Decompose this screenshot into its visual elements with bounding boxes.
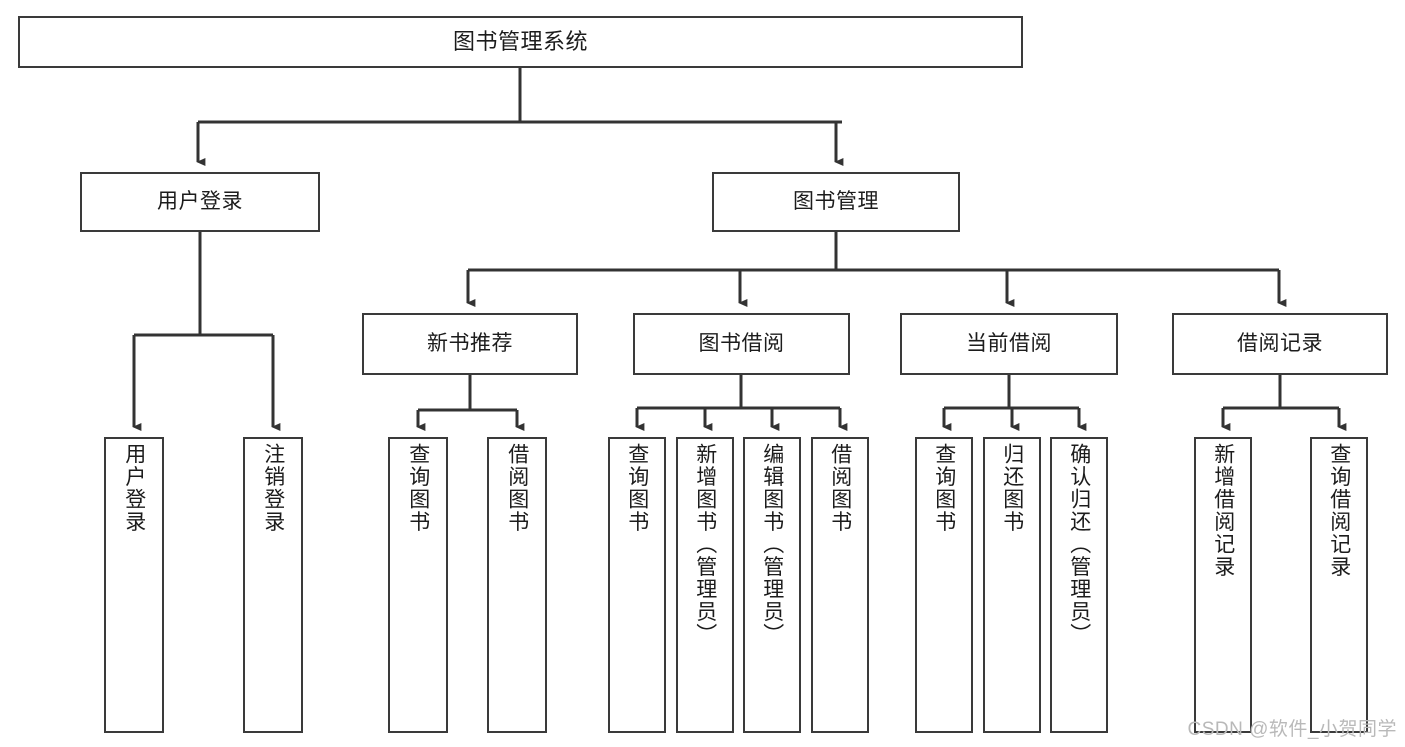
node-leaf-query-borrow-record[interactable]: 查询借阅记录 <box>1310 437 1368 733</box>
node-label: 图书管理系统 <box>452 29 588 55</box>
node-leaf-query-book-current[interactable]: 查询图书 <box>915 437 973 733</box>
node-leaf-edit-book-admin[interactable]: 编辑图书（管理员） <box>743 437 801 733</box>
node-label: 图书管理 <box>793 189 879 213</box>
node-label: 新增图书（管理员） <box>693 443 717 646</box>
node-book-borrow[interactable]: 图书借阅 <box>633 313 850 375</box>
node-label: 查询图书 <box>406 443 430 533</box>
node-label: 新书推荐 <box>427 331 513 355</box>
node-label: 编辑图书（管理员） <box>760 443 784 646</box>
node-leaf-return-book[interactable]: 归还图书 <box>983 437 1041 733</box>
node-leaf-borrow-book[interactable]: 借阅图书 <box>811 437 869 733</box>
node-label: 借阅记录 <box>1237 331 1323 355</box>
node-leaf-query-book-borrow[interactable]: 查询图书 <box>608 437 666 733</box>
node-label: 查询图书 <box>932 443 956 533</box>
node-user-login[interactable]: 用户登录 <box>80 172 320 232</box>
node-root-system[interactable]: 图书管理系统 <box>18 16 1023 68</box>
node-new-book-recommend[interactable]: 新书推荐 <box>362 313 578 375</box>
node-label: 用户登录 <box>122 443 146 533</box>
node-current-borrow[interactable]: 当前借阅 <box>900 313 1118 375</box>
node-leaf-borrow-book-recommend[interactable]: 借阅图书 <box>487 437 547 733</box>
node-label: 用户登录 <box>157 189 243 213</box>
node-leaf-confirm-return-admin[interactable]: 确认归还（管理员） <box>1050 437 1108 733</box>
node-label: 当前借阅 <box>966 331 1052 355</box>
node-label: 查询借阅记录 <box>1327 443 1351 578</box>
node-label: 借阅图书 <box>505 443 529 533</box>
node-label: 注销登录 <box>261 443 285 533</box>
node-leaf-logout[interactable]: 注销登录 <box>243 437 303 733</box>
node-borrow-records[interactable]: 借阅记录 <box>1172 313 1388 375</box>
node-label: 查询图书 <box>625 443 649 533</box>
node-leaf-add-borrow-record[interactable]: 新增借阅记录 <box>1194 437 1252 733</box>
node-leaf-query-book-recommend[interactable]: 查询图书 <box>388 437 448 733</box>
node-book-management[interactable]: 图书管理 <box>712 172 960 232</box>
node-leaf-user-login[interactable]: 用户登录 <box>104 437 164 733</box>
node-label: 新增借阅记录 <box>1211 443 1235 578</box>
node-label: 借阅图书 <box>828 443 852 533</box>
node-leaf-add-book-admin[interactable]: 新增图书（管理员） <box>676 437 734 733</box>
node-label: 确认归还（管理员） <box>1067 443 1091 646</box>
node-label: 图书借阅 <box>698 331 785 355</box>
node-label: 归还图书 <box>1000 443 1024 533</box>
